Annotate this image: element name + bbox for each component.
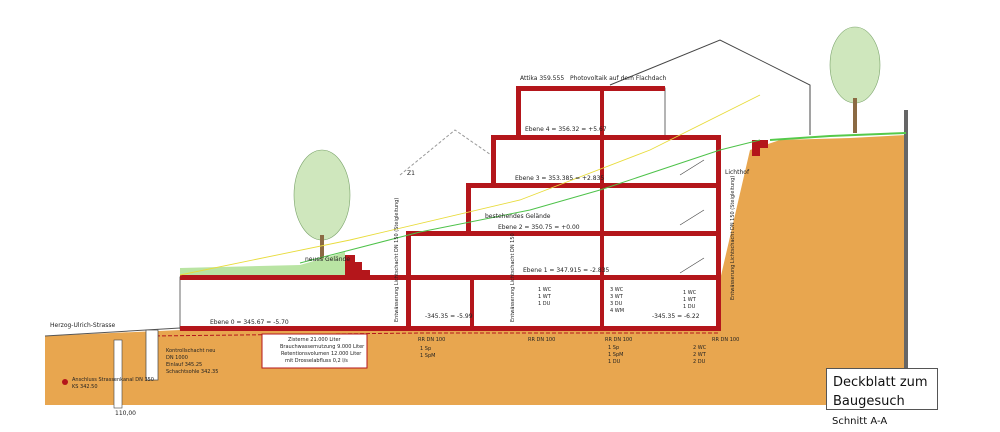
kontrollschacht-line3: Einlauf 345.25 bbox=[166, 362, 202, 368]
level-e4: Ebene 4 = 356.32 = +5.67 bbox=[525, 126, 607, 133]
entwaesserung-right: Entwässerung Lichtschacht DN 150 (Steigl… bbox=[730, 176, 736, 300]
anschluss-marker bbox=[62, 379, 68, 385]
attika-label: Attika 359.555 bbox=[520, 75, 564, 82]
svg-text:1 DU: 1 DU bbox=[538, 301, 551, 307]
svg-text:1 DU: 1 DU bbox=[608, 359, 621, 365]
entwaesserung-left: Entwässerung Lichtschacht DN 150 (Steigl… bbox=[394, 198, 400, 322]
street-sewer bbox=[113, 339, 123, 409]
boundary-wall bbox=[904, 110, 908, 410]
svg-text:2 WT: 2 WT bbox=[693, 352, 707, 358]
neighbor-house bbox=[609, 39, 811, 135]
zisterne-line4: mit Drosselabfluss 0,2 l/s bbox=[285, 358, 348, 364]
level-e0: Ebene 0 = 345.67 = -5.70 bbox=[210, 319, 289, 326]
pipe-b: RR DN 100 bbox=[528, 337, 555, 343]
level-e2: Ebene 2 = 350.75 = +0.00 bbox=[498, 224, 580, 231]
level-e1: Ebene 1 = 347.915 = -2.835 bbox=[523, 267, 610, 274]
svg-text:1 SpM: 1 SpM bbox=[608, 352, 623, 358]
title-block: Deckblatt zum Baugesuch bbox=[826, 368, 938, 410]
lower-level-value: -345.35 = -5.99 bbox=[425, 313, 473, 320]
fixtures-g6: 2 WC 2 WT 2 DU bbox=[693, 345, 707, 365]
fixtures-g3: 1 WC 1 WT 1 DU bbox=[683, 290, 697, 310]
tree-left bbox=[293, 149, 351, 260]
svg-text:3 WT: 3 WT bbox=[610, 294, 624, 300]
building-lower bbox=[179, 276, 721, 330]
terrain-line-yellow bbox=[179, 94, 761, 276]
level-e3: Ebene 3 = 353.385 = +2.835 bbox=[515, 175, 604, 182]
fixtures-g5: 1 Sp 1 SpM 1 DU bbox=[608, 345, 623, 365]
lichthof-label: Lichthof bbox=[725, 169, 750, 176]
kontrollschacht-line2: DN 1000 bbox=[166, 355, 188, 361]
section-label: Schnitt A-A bbox=[832, 416, 888, 427]
svg-text:1 DU: 1 DU bbox=[683, 304, 696, 310]
svg-text:2 WC: 2 WC bbox=[693, 345, 707, 351]
anschluss-line2: KS 342.50 bbox=[72, 384, 98, 390]
zisterne-line3: Retentionsvolumen 12.000 Liter bbox=[281, 351, 362, 357]
green-terrain bbox=[769, 132, 907, 141]
pipe-a: RR DN 100 bbox=[418, 337, 445, 343]
drain-pipe bbox=[149, 332, 720, 337]
fixtures-g1: 1 WC 1 WT 1 DU bbox=[538, 287, 552, 307]
zisterne-line1: Zisterne 21.000 Liter bbox=[288, 337, 342, 343]
pipe-d: RR DN 100 bbox=[712, 337, 739, 343]
stairs bbox=[679, 159, 705, 274]
svg-text:1 WC: 1 WC bbox=[683, 290, 697, 296]
terrace-steps bbox=[345, 140, 768, 277]
svg-text:1 WT: 1 WT bbox=[538, 294, 552, 300]
kontrollschacht-line4: Schachtsohle 342.35 bbox=[166, 369, 218, 375]
building-level4 bbox=[519, 87, 666, 138]
floor-slabs bbox=[180, 86, 721, 331]
zisterne-box bbox=[261, 333, 368, 369]
title-line2: Baugesuch bbox=[833, 394, 905, 409]
fixtures-g2: 3 WC 3 WT 3 DU 4 WM bbox=[610, 287, 624, 314]
svg-text:1 SpM: 1 SpM bbox=[420, 353, 435, 359]
svg-text:2 DU: 2 DU bbox=[693, 359, 706, 365]
earth-fill bbox=[45, 135, 906, 405]
anschluss-line1: Anschluss Strassenkanal DN 350 bbox=[72, 377, 154, 383]
neues-gelaende-label: neues Gelände bbox=[305, 256, 350, 263]
terrain-line-green bbox=[299, 139, 761, 264]
pipe-c: RR DN 100 bbox=[605, 337, 632, 343]
bestehendes-gelaende-label: bestehendes Gelände bbox=[485, 213, 551, 220]
svg-text:1 WC: 1 WC bbox=[538, 287, 552, 293]
tree-right bbox=[829, 26, 881, 133]
kontrollschacht-line1: Kontrollschacht neu bbox=[166, 348, 215, 354]
ground-ref: 110,00 bbox=[115, 410, 136, 417]
svg-text:1 Sp: 1 Sp bbox=[420, 346, 431, 352]
svg-text:1 WT: 1 WT bbox=[683, 297, 697, 303]
kontrollschacht bbox=[145, 329, 159, 381]
svg-text:1 Sp: 1 Sp bbox=[608, 345, 619, 351]
fixtures-g4: 1 Sp 1 SpM bbox=[420, 346, 435, 359]
green-roof bbox=[180, 252, 345, 275]
photovoltaik-label: Photovoltaik auf dem Flachdach bbox=[570, 75, 667, 82]
lower-level-value2: -345.35 = -6.22 bbox=[652, 313, 700, 320]
svg-text:4 WM: 4 WM bbox=[610, 308, 624, 314]
z1-label: Z1 bbox=[407, 170, 415, 177]
svg-text:3 DU: 3 DU bbox=[610, 301, 623, 307]
road-line bbox=[44, 327, 181, 337]
building-level1 bbox=[409, 232, 721, 278]
entwaesserung-mid: Entwässerung Lichtschacht DN 150 bbox=[510, 233, 516, 322]
zisterne-line2: Brauchwassernutzung 9.000 Liter bbox=[280, 344, 365, 350]
svg-text:3 WC: 3 WC bbox=[610, 287, 624, 293]
title-line1: Deckblatt zum bbox=[833, 375, 928, 390]
strasse-label: Herzog-Ulrich-Strasse bbox=[50, 322, 115, 329]
